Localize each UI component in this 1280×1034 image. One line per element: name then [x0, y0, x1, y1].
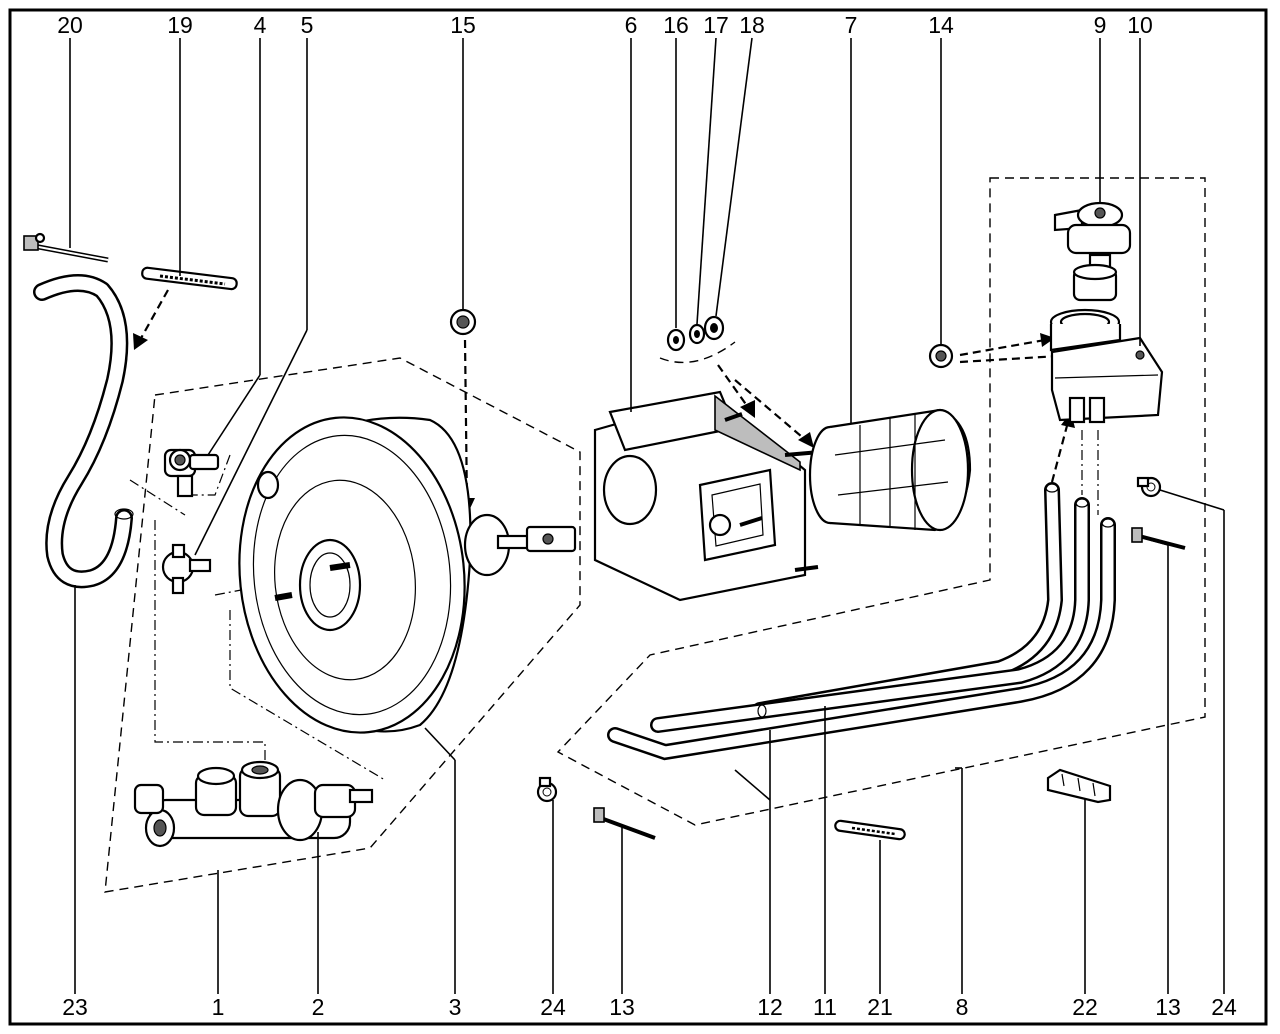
callout-21: 21 — [867, 994, 893, 1020]
callout-23: 23 — [62, 994, 88, 1020]
callout-17: 17 — [703, 12, 729, 38]
hose-tie — [23, 232, 109, 263]
reservoir-group-outline — [556, 177, 1206, 826]
callout-14: 14 — [928, 12, 954, 38]
assembly-line-c — [229, 610, 386, 781]
hose-clip-strap — [141, 266, 238, 291]
callout-9: 9 — [1094, 12, 1107, 38]
callout-5: 5 — [301, 12, 314, 38]
hose-clamp — [536, 476, 1162, 803]
booster-mounting-bracket — [593, 390, 821, 602]
booster-nut — [449, 308, 477, 336]
callout-1: 1 — [212, 994, 225, 1020]
fluid-reservoir — [1049, 308, 1164, 424]
cable-tie — [593, 527, 1186, 840]
leader-lines — [69, 37, 1225, 994]
vacuum-elbow-fitting — [163, 448, 220, 498]
callout-12: 12 — [757, 994, 783, 1020]
callout-15: 15 — [450, 12, 476, 38]
callout-4: 4 — [254, 12, 267, 38]
callout-2: 2 — [312, 994, 325, 1020]
brake-booster — [238, 416, 577, 734]
callout-7: 7 — [845, 12, 858, 38]
strap — [834, 819, 906, 841]
master-cylinder — [133, 760, 374, 848]
fastener-group-outline — [659, 341, 736, 364]
callout-11: 11 — [813, 994, 837, 1020]
callout-24b: 24 — [1211, 994, 1237, 1020]
callout-10: 10 — [1127, 12, 1153, 38]
assembly-line-b — [154, 520, 266, 775]
callout-22: 22 — [1072, 994, 1098, 1020]
callout-18: 18 — [739, 12, 765, 38]
callout-13: 13 — [609, 994, 635, 1020]
check-valve — [161, 543, 212, 595]
line-clip — [1046, 768, 1112, 804]
reservoir-nut — [928, 343, 954, 369]
diagram-frame — [8, 8, 1268, 1026]
callout-3: 3 — [449, 994, 462, 1020]
brake-lines — [607, 482, 1116, 761]
callout-20: 20 — [57, 12, 83, 38]
booster-boot — [808, 408, 972, 532]
reservoir-cap — [1053, 201, 1132, 302]
callout-13b: 13 — [1155, 994, 1181, 1020]
callout-8: 8 — [956, 994, 969, 1020]
fastener-set — [666, 315, 725, 352]
booster-group-outline — [104, 357, 581, 893]
callout-16: 16 — [663, 12, 689, 38]
assembly-line-g — [129, 479, 186, 516]
callout-6: 6 — [625, 12, 638, 38]
callout-24: 24 — [540, 994, 566, 1020]
vacuum-hose — [33, 273, 134, 589]
callout-19: 19 — [167, 12, 193, 38]
